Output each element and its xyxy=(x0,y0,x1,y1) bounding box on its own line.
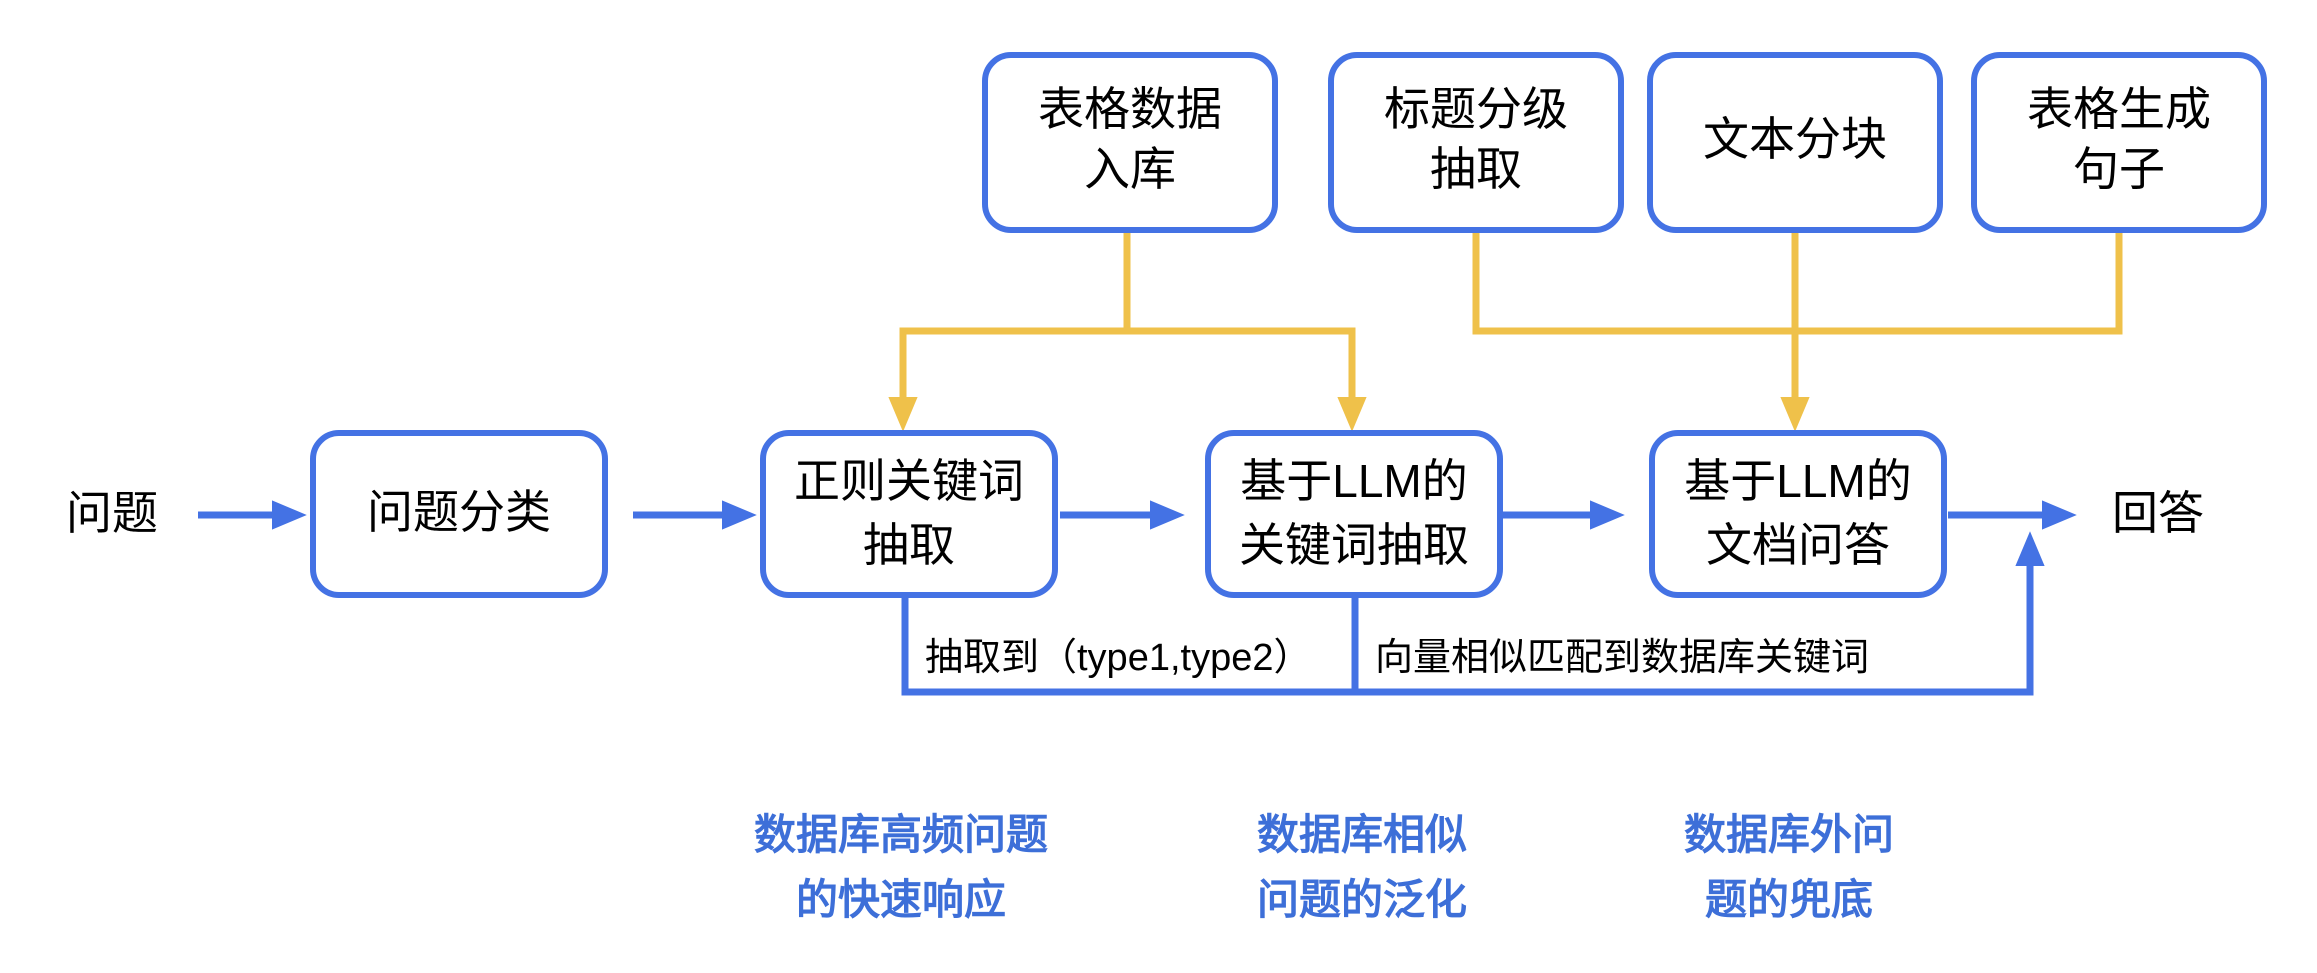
node-table-data-ingest-box[interactable] xyxy=(982,52,1278,233)
yellow-connector-heading-hierarchy-extract xyxy=(1472,230,1795,335)
node-question-classification-line1: 问题分类 xyxy=(367,486,551,538)
node-table-to-sentence-line2: 句子 xyxy=(2073,143,2165,195)
node-heading-hierarchy-extract-box[interactable] xyxy=(1328,52,1624,233)
node-regex-keyword-extract[interactable]: 正则关键词 抽取 xyxy=(760,430,1058,598)
caption-db-out-of-scope-line2: 题的兜底 xyxy=(1705,876,1873,923)
caption-db-out-of-scope: 数据库外问 题的兜底 xyxy=(1684,811,1894,923)
node-table-data-ingest-line2: 入库 xyxy=(1084,143,1176,195)
caption-db-out-of-scope-line1: 数据库外问 xyxy=(1684,811,1894,858)
node-llm-doc-qa-box[interactable] xyxy=(1649,430,1947,598)
node-llm-doc-qa[interactable]: 基于LLM的 文档问答 xyxy=(1649,430,1947,598)
node-text-chunking[interactable]: 文本分块 xyxy=(1647,52,1943,233)
node-llm-doc-qa-line2: 文档问答 xyxy=(1706,519,1890,571)
node-regex-keyword-extract-box[interactable] xyxy=(760,430,1058,598)
feedback-line-regex-to-answer xyxy=(901,531,2045,696)
yellow-connector-table-data-ingest xyxy=(888,230,1367,432)
end-label-answer: 回答 xyxy=(2112,487,2204,539)
node-text-chunking-box[interactable] xyxy=(1647,52,1943,233)
caption-db-similar-question: 数据库相似 问题的泛化 xyxy=(1257,811,1467,923)
yellow-connector-table-to-sentence xyxy=(1795,230,2123,335)
node-table-data-ingest[interactable]: 表格数据 入库 xyxy=(982,52,1278,233)
node-regex-keyword-extract-line1: 正则关键词 xyxy=(794,455,1024,507)
node-heading-hierarchy-extract[interactable]: 标题分级 抽取 xyxy=(1328,52,1624,233)
node-text-chunking-line1: 文本分块 xyxy=(1703,113,1887,165)
node-llm-keyword-extract-line2: 关键词抽取 xyxy=(1239,519,1469,571)
node-llm-keyword-extract-line1: 基于LLM的 xyxy=(1240,455,1467,507)
caption-db-high-frequency-line1: 数据库高频问题 xyxy=(754,811,1048,858)
node-question-classification[interactable]: 问题分类 xyxy=(310,430,608,598)
node-heading-hierarchy-extract-line1: 标题分级 xyxy=(1384,83,1568,135)
node-llm-doc-qa-line1: 基于LLM的 xyxy=(1684,455,1911,507)
node-regex-keyword-extract-line2: 抽取 xyxy=(863,519,955,571)
node-heading-hierarchy-extract-line2: 抽取 xyxy=(1430,143,1522,195)
node-table-data-ingest-line1: 表格数据 xyxy=(1038,83,1222,135)
node-table-to-sentence-line1: 表格生成 xyxy=(2027,83,2211,135)
edge-label-extracted-types: 抽取到（type1,type2） xyxy=(925,637,1311,679)
caption-db-similar-question-line2: 问题的泛化 xyxy=(1257,876,1467,923)
caption-db-similar-question-line1: 数据库相似 xyxy=(1257,811,1467,858)
edge-label-vector-similarity-match: 向量相似匹配到数据库关键词 xyxy=(1375,637,1869,679)
node-question-classification-box[interactable] xyxy=(310,430,608,598)
caption-db-high-frequency-line2: 的快速响应 xyxy=(796,876,1006,923)
node-table-to-sentence[interactable]: 表格生成 句子 xyxy=(1971,52,2267,233)
node-table-to-sentence-box[interactable] xyxy=(1971,52,2267,233)
caption-db-high-frequency: 数据库高频问题 的快速响应 xyxy=(754,811,1048,923)
start-label-question: 问题 xyxy=(66,487,158,539)
node-llm-keyword-extract[interactable]: 基于LLM的 关键词抽取 xyxy=(1205,430,1503,598)
